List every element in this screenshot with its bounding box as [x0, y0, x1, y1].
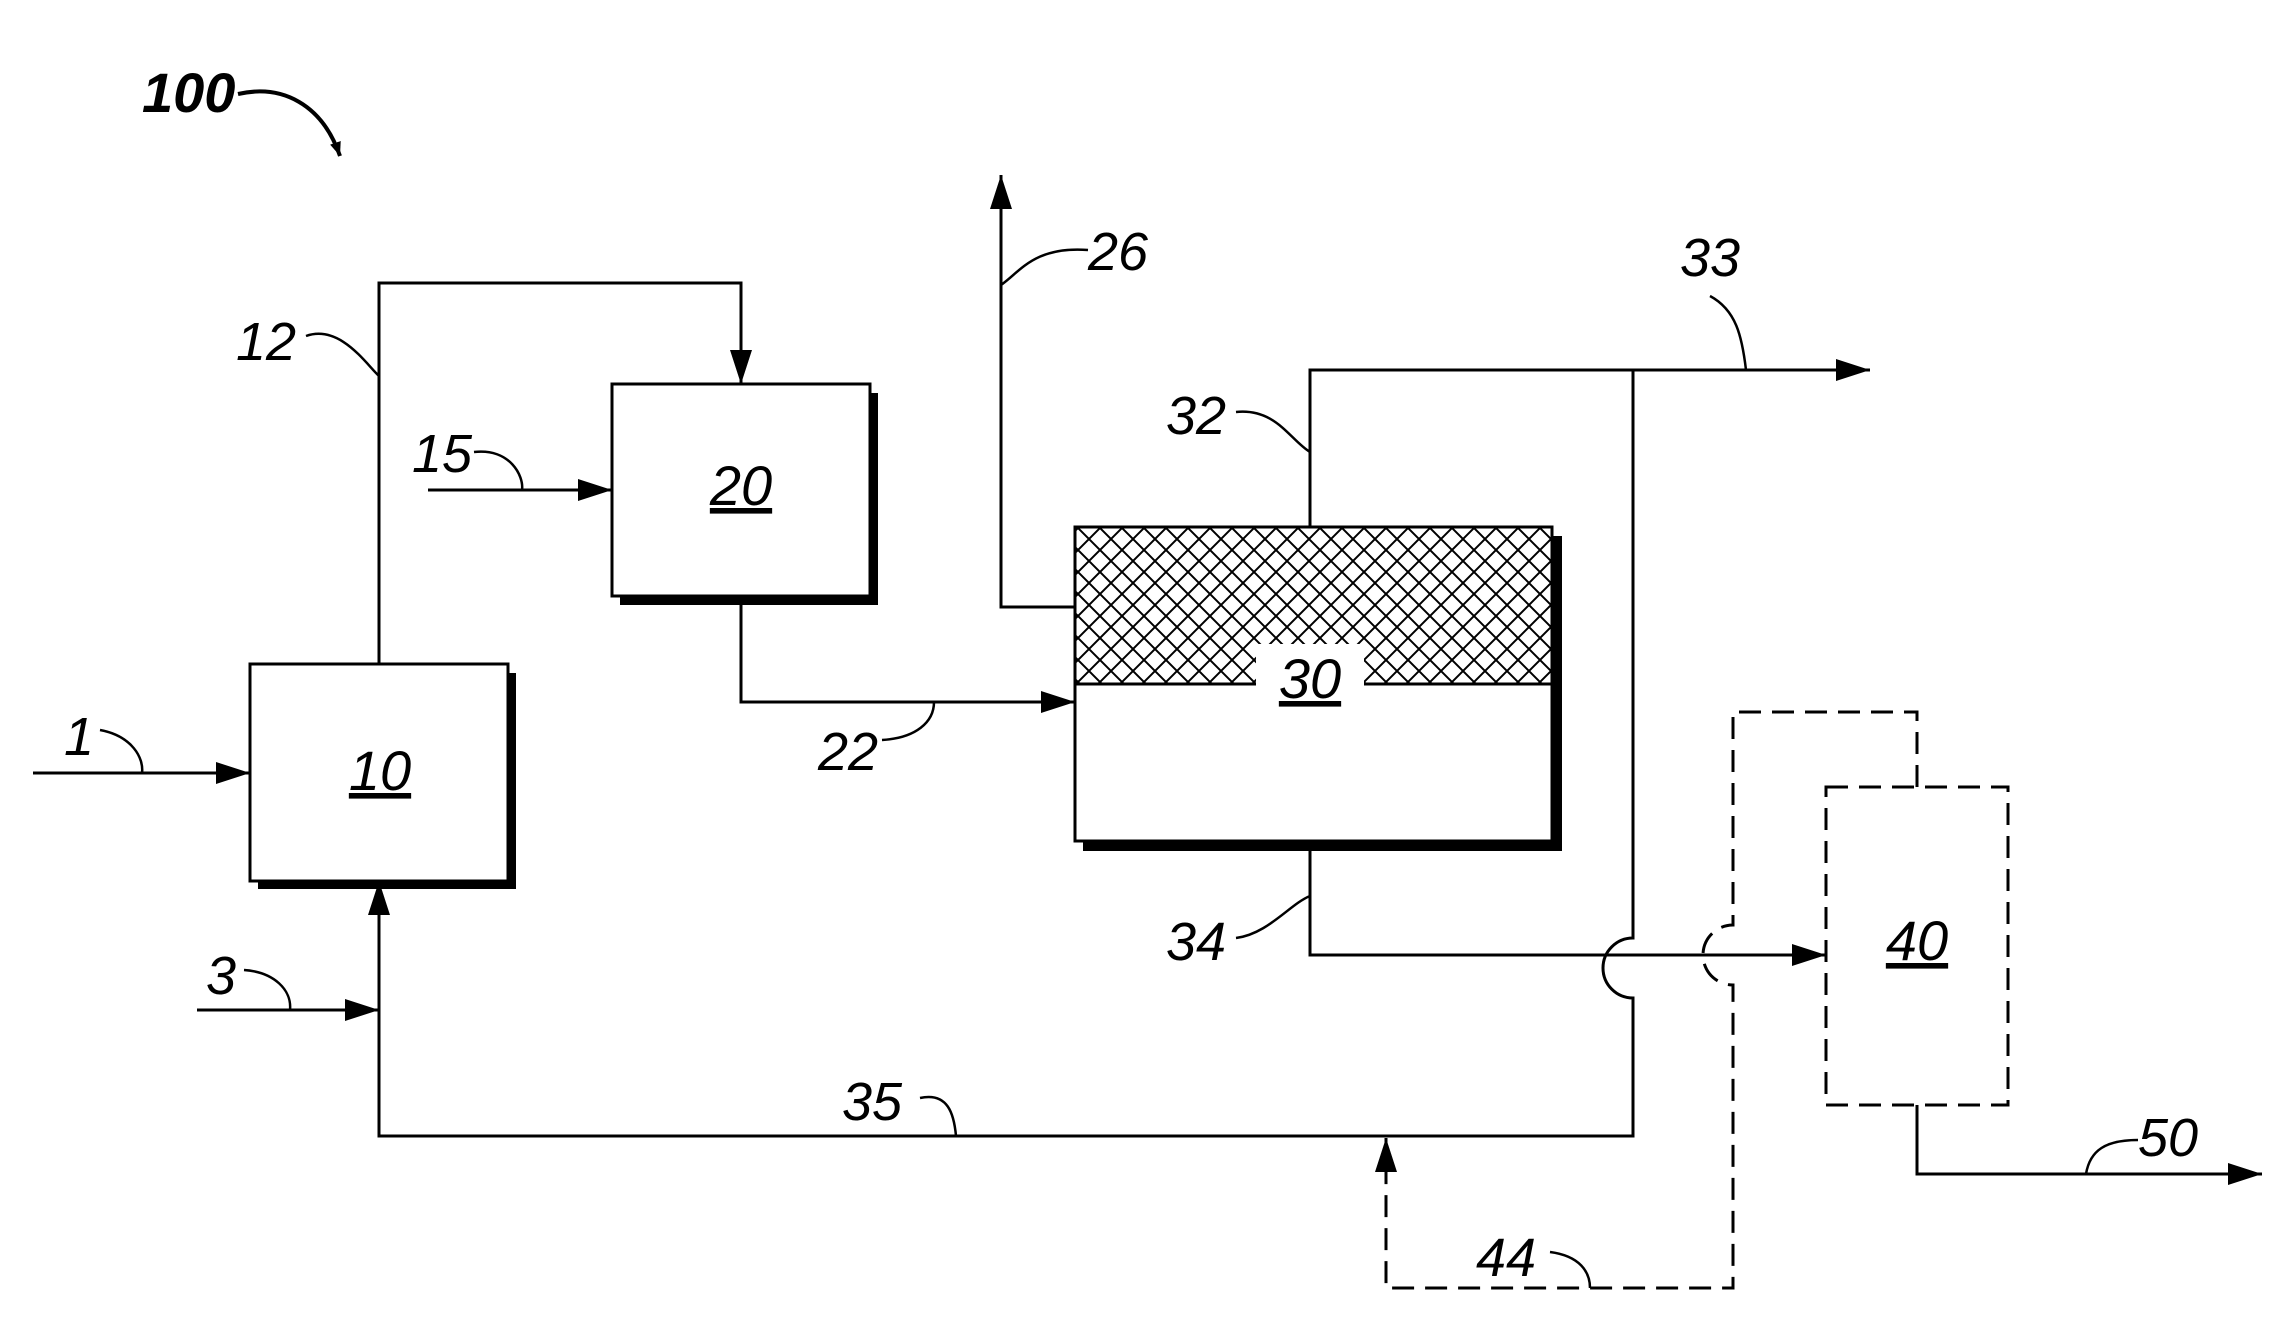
stream-34-line — [1310, 851, 1826, 955]
stream-34-label: 34 — [1166, 912, 1226, 972]
stream-26-label: 26 — [1087, 222, 1149, 282]
figure-number: 100 — [142, 61, 235, 124]
stream-1-label: 1 — [64, 707, 94, 767]
stream-50: 50 — [1917, 1105, 2262, 1174]
stream-22: 22 — [741, 596, 1075, 782]
stream-3: 3 — [197, 946, 379, 1010]
unit-30: 30 — [1075, 527, 1562, 851]
stream-15-label: 15 — [412, 424, 473, 484]
stream-15-leader — [474, 452, 522, 490]
figure-label: 100 — [142, 61, 340, 156]
stream-1: 1 — [33, 707, 250, 773]
stream-3-leader — [244, 970, 290, 1010]
stream-1-leader — [100, 730, 142, 773]
stream-12-leader — [306, 334, 379, 376]
stream-26-leader — [1001, 250, 1088, 285]
stream-33: 33 — [1680, 228, 1746, 370]
stream-33-leader — [1710, 296, 1746, 370]
stream-3-label: 3 — [206, 946, 236, 1006]
stream-32-label: 32 — [1166, 386, 1226, 446]
stream-34-leader — [1236, 896, 1310, 938]
stream-33-label: 33 — [1680, 228, 1740, 288]
stream-22-leader — [882, 702, 934, 740]
stream-35-label: 35 — [842, 1072, 903, 1132]
unit-20: 20 — [612, 384, 878, 605]
stream-44-leader — [1550, 1252, 1590, 1288]
stream-44-label: 44 — [1476, 1228, 1536, 1288]
stream-26-line — [1001, 175, 1075, 607]
unit-40: 40 — [1826, 787, 2008, 1105]
stream-50-leader — [2086, 1140, 2138, 1174]
figure-pointer-arrow — [238, 92, 340, 156]
unit-10-label: 10 — [349, 739, 411, 802]
unit-10: 10 — [250, 664, 516, 889]
unit-40-label: 40 — [1886, 909, 1948, 972]
stream-22-label: 22 — [817, 722, 878, 782]
stream-32-line — [1310, 370, 1870, 527]
stream-34: 34 — [1166, 851, 1826, 972]
stream-32: 32 — [1166, 370, 1870, 527]
unit-30-label: 30 — [1279, 647, 1341, 710]
stream-32-leader — [1236, 412, 1310, 452]
stream-35-leader — [920, 1097, 956, 1136]
stream-22-line — [741, 596, 1075, 702]
unit-20-label: 20 — [709, 454, 772, 517]
stream-12-label: 12 — [236, 312, 296, 372]
stream-15: 15 — [412, 424, 612, 490]
stream-50-label: 50 — [2138, 1108, 2198, 1168]
